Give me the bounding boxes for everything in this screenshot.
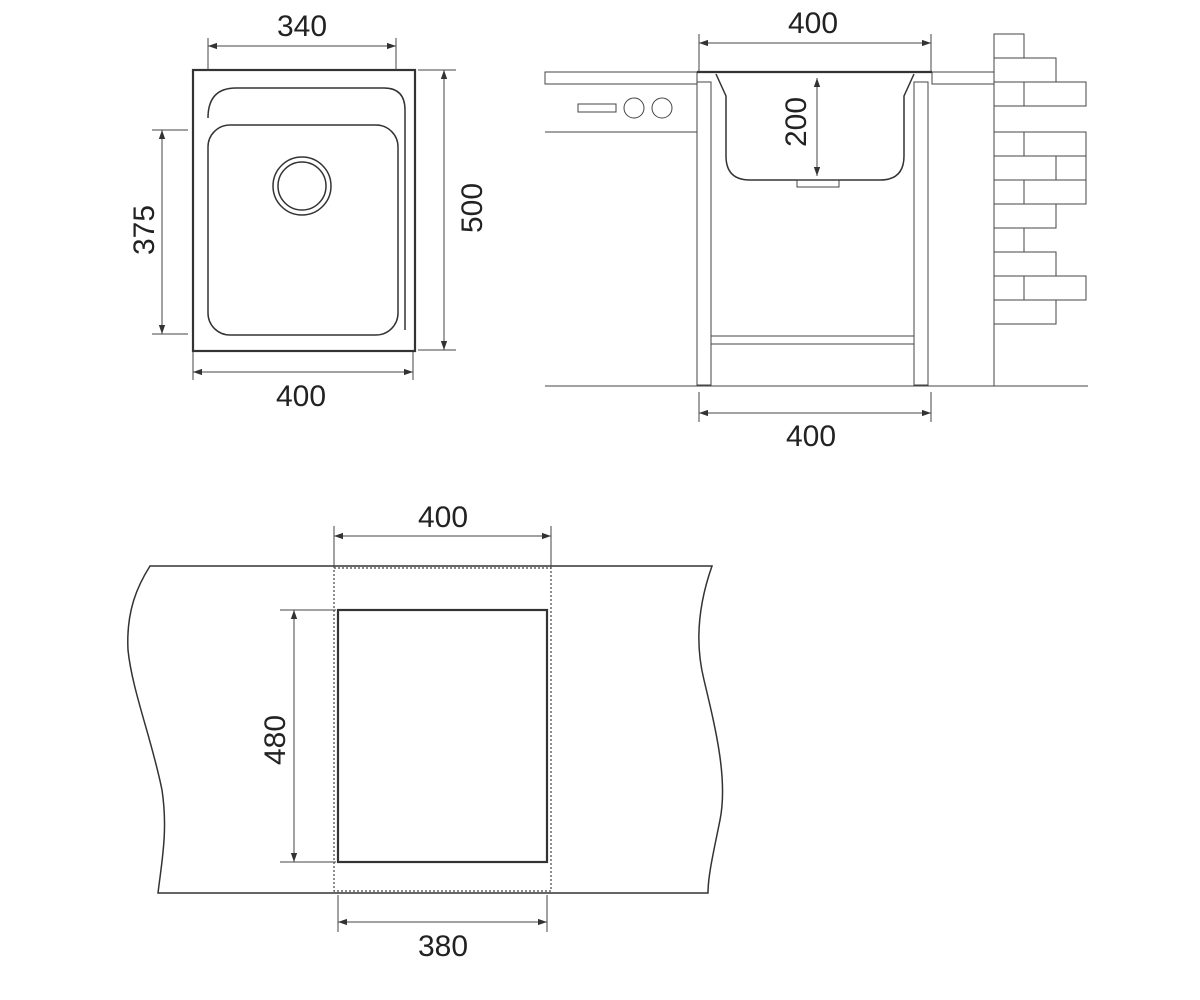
brick-wall	[993, 33, 1087, 386]
sink-section-bowl	[715, 73, 915, 181]
dim-400-section-top: 400	[698, 7, 932, 72]
sink-outer-rim	[191, 68, 417, 353]
drain-outer-icon	[272, 156, 332, 216]
dim-label-380: 380	[418, 930, 468, 963]
appliance-knob-icon	[623, 97, 645, 119]
countertop-outline	[127, 565, 724, 894]
sink-outline-dotted	[333, 567, 552, 892]
dim-label-400-cutout: 400	[418, 501, 468, 534]
dim-380: 380	[337, 895, 548, 963]
dim-label-400-section-top: 400	[788, 7, 838, 40]
dim-label-500: 500	[456, 183, 489, 233]
dim-375: 375	[128, 129, 188, 335]
dim-400-top-view: 400	[192, 352, 414, 413]
cabinet-wall-right	[913, 81, 929, 386]
dim-400-section-bottom: 400	[698, 392, 932, 453]
dim-400-cutout: 400	[333, 501, 552, 568]
dim-label-480: 480	[259, 715, 292, 765]
cutout-opening	[336, 608, 549, 864]
top-view: 340 375 500 400	[128, 10, 489, 413]
dim-label-340: 340	[277, 10, 327, 43]
appliance-knob-icon	[651, 97, 673, 119]
section-view: 400 200 400	[544, 7, 1088, 453]
countertop-right	[931, 71, 995, 85]
sink-back-ledge	[207, 87, 406, 330]
dim-label-200: 200	[780, 97, 813, 147]
dim-label-400-section-bottom: 400	[786, 420, 836, 453]
sink-drain-icon	[796, 179, 840, 188]
dim-480: 480	[259, 609, 336, 863]
dim-label-375: 375	[128, 205, 161, 255]
dim-label-400-bottom: 400	[276, 380, 326, 413]
countertop-left	[544, 71, 698, 85]
dim-200: 200	[780, 78, 821, 176]
dim-340: 340	[207, 10, 397, 70]
sink-bowl	[207, 124, 399, 336]
appliance-display-icon	[577, 103, 617, 113]
cutout-view: 400 480 380	[127, 501, 724, 963]
cabinet-wall-left	[696, 81, 712, 386]
drain-inner-icon	[277, 161, 327, 211]
dim-500: 500	[418, 69, 489, 351]
